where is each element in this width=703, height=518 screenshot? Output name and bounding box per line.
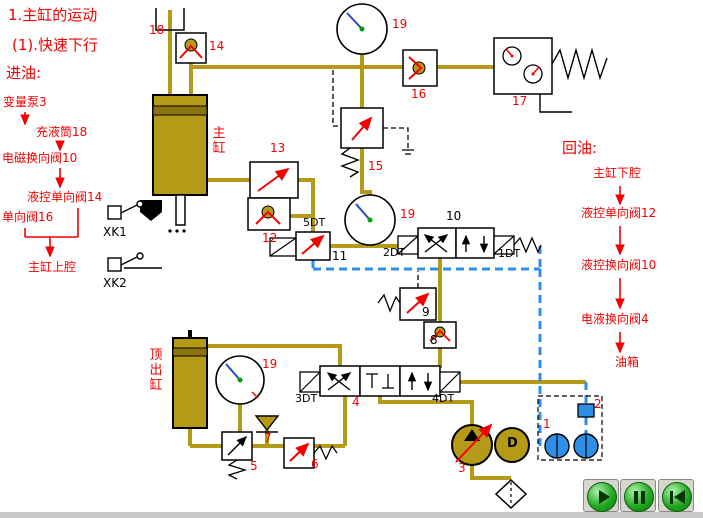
component-number-17: 17 [512, 94, 528, 108]
play-button[interactable] [583, 479, 619, 512]
component-number-3: 3 [458, 461, 466, 475]
directional-valve-4 [299, 365, 461, 397]
return-step-pilot-directional: 液控换向阀10 [581, 258, 657, 272]
return-step-lower-chamber: 主缸下腔 [593, 166, 642, 180]
drain-ticks [402, 149, 414, 155]
solenoid-5dt-label: 5DT [303, 216, 326, 229]
component-number-1: 1 [543, 417, 551, 431]
inlet-step-pilot-check: 液控单向阀14 [27, 190, 103, 204]
tank-unit [537, 395, 603, 461]
component-number-8: 8 [430, 333, 438, 347]
component-number-14: 14 [209, 39, 225, 53]
component-number-12: 12 [262, 231, 278, 245]
component-number-19-bottom: 19 [262, 357, 278, 371]
component-number-11: 11 [332, 249, 348, 263]
inlet-flow-header: 进油: [6, 64, 42, 82]
main-cylinder [152, 94, 208, 226]
component-number-10: 10 [446, 209, 462, 223]
inlet-step-upper-chamber: 主缸上腔 [28, 260, 77, 274]
return-step-tank: 油箱 [615, 355, 640, 369]
pressure-gauge-19-bottom [215, 355, 265, 405]
solenoid-1dt-label: 1DT [498, 247, 521, 260]
variable-pump-3 [451, 423, 493, 466]
component-number-19-top: 19 [392, 17, 408, 31]
solenoid-4dt-label: 4DT [432, 392, 455, 405]
motor-letter: D [507, 436, 518, 451]
valve-8 [423, 321, 457, 349]
relief-valve-15 [340, 107, 384, 178]
component-number-15: 15 [368, 159, 384, 173]
ejector-cylinder [172, 330, 208, 429]
pilot-valve-13 [249, 161, 299, 199]
component-number-7: 7 [264, 431, 272, 445]
xk1-label: XK1 [103, 225, 127, 239]
component-number-2: 2 [594, 397, 602, 411]
component-number-6: 6 [311, 457, 319, 471]
back-icon [669, 490, 685, 504]
pause-button[interactable] [620, 479, 656, 512]
valve-11 [269, 231, 331, 261]
pressure-relay-17 [493, 37, 608, 113]
check-valve-12 [247, 197, 291, 231]
solenoid-3dt-label: 3DT [295, 392, 318, 405]
back-button[interactable] [658, 479, 694, 512]
inlet-step-check: 单向阀16 [2, 210, 54, 224]
inlet-flow-arrows [20, 112, 79, 258]
pause-orb [624, 482, 654, 512]
valve-9 [377, 287, 437, 321]
bottom-divider [0, 512, 703, 518]
return-pipes [311, 246, 588, 448]
check-valve-7 [254, 415, 280, 433]
main-cylinder-label: 主缸 [212, 126, 226, 156]
component-number-19-mid: 19 [400, 207, 416, 221]
motor [494, 427, 530, 463]
back-orb [662, 482, 692, 512]
inlet-step-prefill: 充液筒18 [36, 125, 88, 139]
directional-valve-10 [397, 227, 542, 259]
pause-icon [633, 490, 645, 504]
page-title-line2: (1).快速下行 [12, 36, 99, 54]
pressure-gauge-19-mid [344, 194, 396, 246]
solenoid-2dt-label: 2DT [383, 246, 406, 259]
valve-6 [283, 437, 338, 469]
inlet-step-pump: 变量泵3 [3, 95, 47, 109]
component-number-9: 9 [422, 305, 430, 319]
return-flow-header: 回油: [562, 139, 598, 157]
limit-switch-xk1 [107, 200, 144, 220]
pressure-gauge-19-top [336, 3, 388, 55]
play-orb [587, 482, 617, 512]
workpiece-tool [140, 200, 186, 233]
ejector-cylinder-label: 顶出缸 [149, 348, 163, 393]
page-title-line1: 1.主缸的运动 [8, 6, 98, 24]
limit-switch-xk2 [107, 252, 162, 272]
check-valve-14 [175, 32, 207, 64]
component-number-4: 4 [352, 395, 360, 409]
return-step-pilot-check: 液控单向阀12 [581, 206, 657, 220]
xk2-label: XK2 [103, 276, 127, 290]
suction-filter [494, 478, 528, 510]
check-valve-16 [402, 49, 438, 87]
prefill-tank-18 [155, 8, 185, 31]
component-number-18: 18 [149, 23, 165, 37]
component-number-16: 16 [411, 87, 427, 101]
component-number-5: 5 [250, 459, 258, 473]
valve-5 [221, 431, 253, 480]
pilot-lines [332, 70, 419, 288]
inlet-step-solenoid-valve: 电磁换向阀10 [2, 151, 78, 165]
return-step-electrohydraulic: 电液换向阀4 [581, 312, 649, 326]
component-number-13: 13 [270, 141, 286, 155]
play-icon [598, 490, 610, 504]
